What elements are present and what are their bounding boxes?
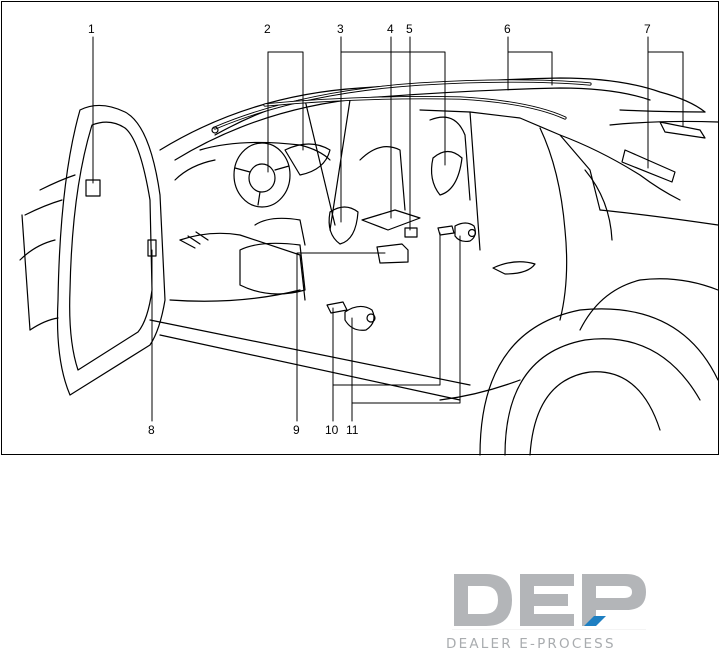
- callouts: 1 2 3 4 5 6 7 8 9 10 11: [88, 22, 651, 437]
- leader-lines: [93, 37, 683, 421]
- logo-tagline: DEALER E-PROCESS: [446, 636, 616, 652]
- callout-1: 1: [88, 22, 95, 36]
- callout-10: 10: [325, 423, 339, 437]
- components: [86, 180, 476, 330]
- callout-11: 11: [346, 423, 359, 437]
- rear-modules: [622, 122, 705, 182]
- callout-3: 3: [337, 22, 344, 36]
- callout-4: 4: [387, 22, 394, 36]
- airbag-location-diagram: 1 2 3 4 5 6 7 8 9 10 11: [0, 0, 721, 460]
- callout-8: 8: [148, 423, 155, 437]
- car-body: [150, 78, 718, 400]
- callout-9: 9: [293, 423, 300, 437]
- dealer-eprocess-logo: DEALER E-PROCESS: [440, 570, 660, 659]
- callout-7: 7: [644, 22, 651, 36]
- interior: [175, 117, 470, 294]
- callout-5: 5: [406, 22, 413, 36]
- callout-6: 6: [504, 22, 511, 36]
- callout-2: 2: [264, 22, 271, 36]
- dep-logo-mark: [446, 570, 651, 630]
